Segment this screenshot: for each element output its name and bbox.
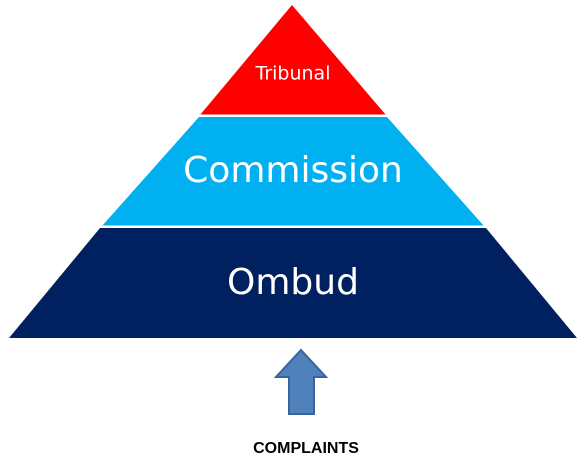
pyramid-tier-middle: Commission <box>102 117 484 226</box>
pyramid-tier-bottom: Ombud <box>9 228 577 338</box>
tribunal-label: Tribunal <box>255 63 331 85</box>
commission-label: Commission <box>183 150 403 191</box>
up-arrow-icon <box>273 348 329 415</box>
pyramid-tier-top: Tribunal <box>200 5 386 115</box>
ombud-tier-shape <box>9 228 577 338</box>
commission-tier-shape <box>102 117 484 226</box>
tribunal-tier-shape <box>200 5 386 115</box>
complaints-caption: COMPLAINTS <box>253 440 359 457</box>
ombud-label: Ombud <box>227 262 359 303</box>
